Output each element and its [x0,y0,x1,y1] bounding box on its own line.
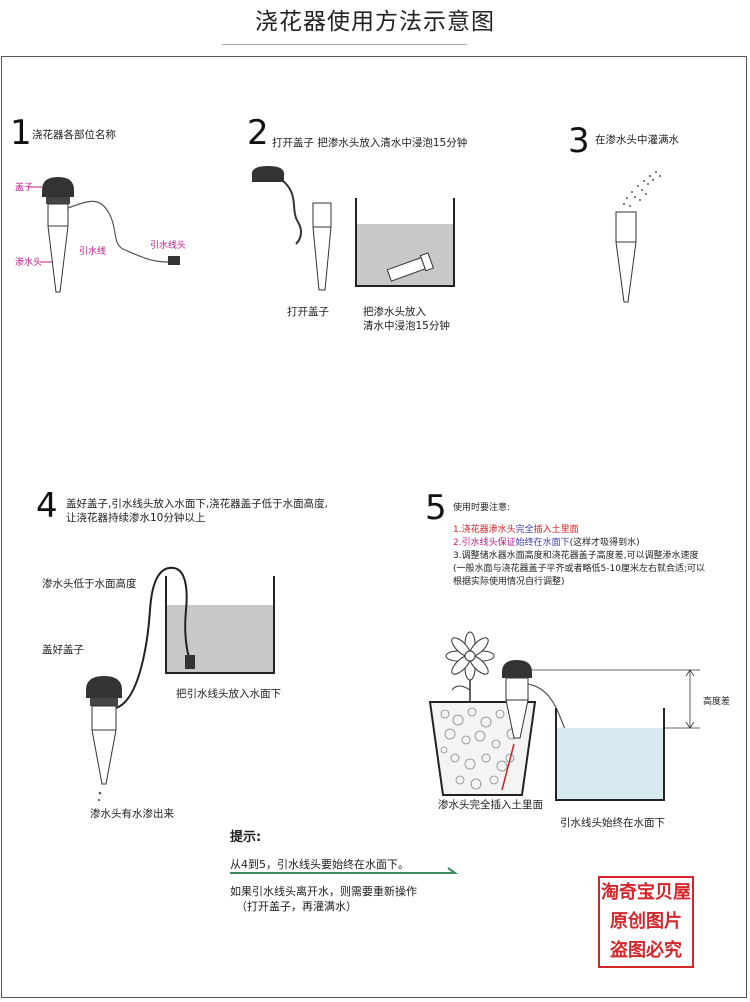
step2-number: 2 [247,113,269,153]
page-title: 浇花器使用方法示意图 [255,9,495,35]
step2-illustration [251,166,455,291]
step5-illustration [428,631,700,801]
copyright-stamp: 淘奇宝贝屋 原创图片 盗图必究 [598,876,694,968]
step2-title: 打开盖子 把渗水头放入清水中浸泡15分钟 [272,137,468,149]
content-frame [1,56,747,998]
step5-number: 5 [425,488,447,528]
tips-line-1: 从4到5，引水线头要始终在水面下。 [230,858,409,871]
step4-title-1: 盖好盖子,引水线头放入水面下,浇花器盖子低于水面高度, [66,498,329,510]
label-water-line: 引水线 [79,247,107,257]
stamp-line-2: 原创图片 [610,911,682,932]
stamp-line-3: 盗图必究 [610,940,682,961]
title-divider [222,44,467,45]
step5-title: 使用时要注意: [453,503,511,513]
step5-label-always: 引水线头始终在水面下 [560,817,665,829]
step1-number: 1 [10,113,32,153]
step1-dripper-illustration [28,177,180,293]
step4-label-cap-on: 盖好盖子 [42,644,84,656]
step5-note3: 3.调整储水器水面高度和浇花器盖子高度差,可以调整渗水速度 [453,551,699,561]
step2-caption-right-1: 把渗水头放入 [363,306,426,318]
step3-title: 在渗水头中灌满水 [595,134,679,146]
step4-title-2: 让浇花器持续渗水10分钟以上 [66,512,206,524]
tips-line-3: （打开盖子，再灌满水） [236,900,357,913]
step5-label-insert: 渗水头完全插入土里面 [438,799,543,811]
label-line-head: 引水线头 [150,241,187,251]
step1-title: 浇花器各部位名称 [32,129,116,141]
tips-heading: 提示: [230,830,262,845]
step2-caption-left: 打开盖子 [287,306,329,318]
step3-number: 3 [568,121,590,161]
stamp-line-1: 淘奇宝贝屋 [601,882,691,903]
step5-note1: 1.浇花器渗水头完全插入土里面 [453,525,579,535]
tips-line-2: 如果引水线头离开水，则需要重新操作 [230,885,417,898]
step5-label-height: 高度差 [703,697,731,707]
step4-label-put-under: 把引水线头放入水面下 [176,688,281,700]
step5-note4: (一般水面与浇花器盖子平齐或者略低5-10厘米左右就合适;可以 [453,564,705,574]
step2-caption-right-2: 清水中浸泡15分钟 [363,320,450,332]
step4-number: 4 [36,486,58,526]
step4-illustration [86,566,275,802]
tips-underline [230,867,459,874]
label-cap: 盖子 [15,183,34,193]
step5-note2: 2.引水线头保证始终在水面下(这样才吸得到水) [453,538,640,548]
step4-label-below-water: 渗水头低于水面高度 [42,578,137,590]
step3-illustration [615,171,661,303]
step4-label-seep: 渗水头有水渗出来 [90,808,174,820]
label-seep-head: 渗水头 [15,258,43,268]
step5-note5: 根据实际使用情况自行调整) [453,577,565,587]
